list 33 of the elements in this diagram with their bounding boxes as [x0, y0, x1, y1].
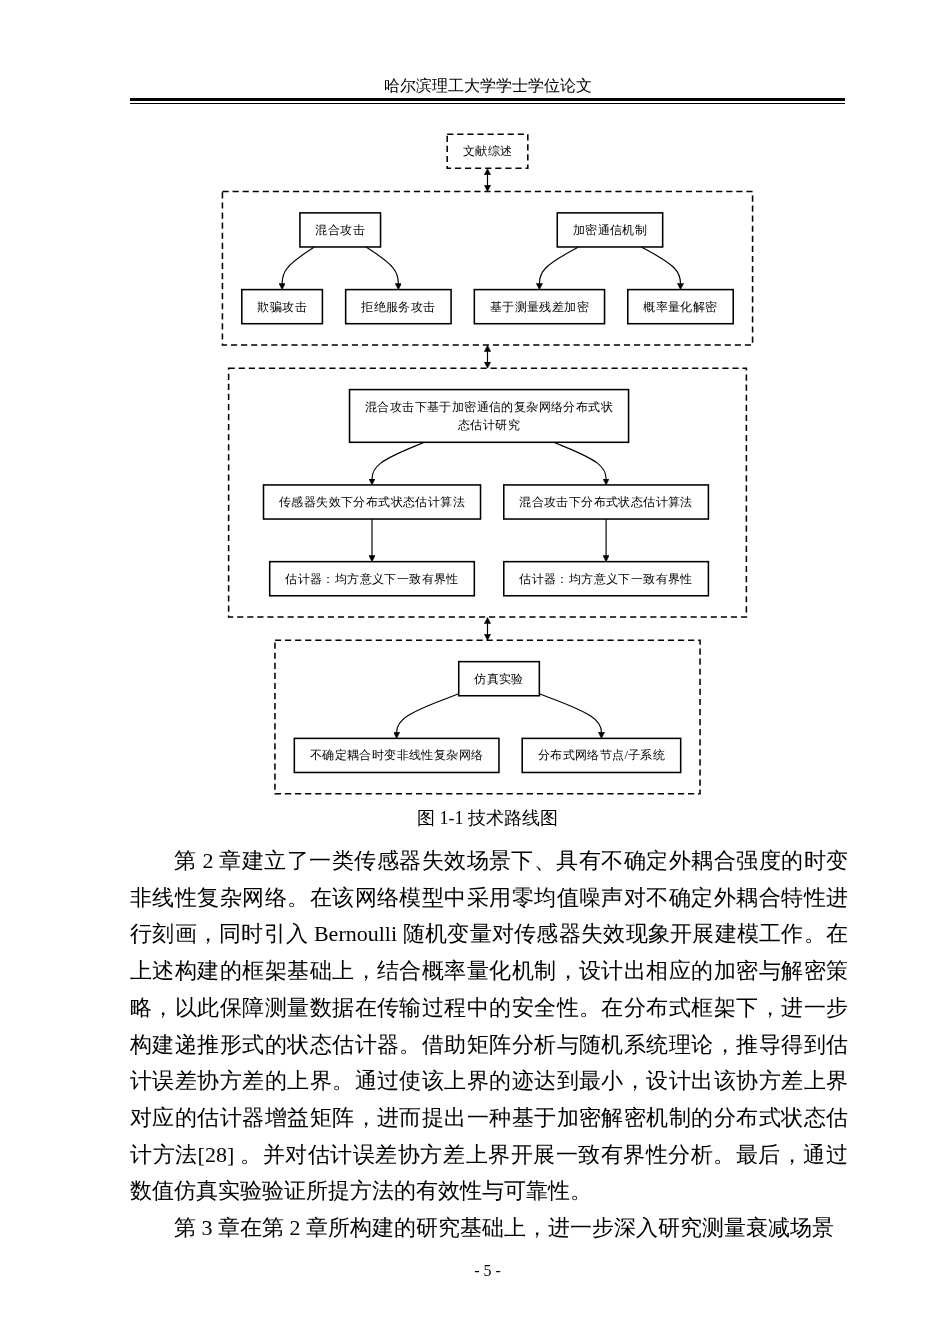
- arrow: [484, 345, 491, 369]
- arrow: [536, 246, 580, 290]
- page-header: 哈尔滨理工大学学士学位论文: [382, 76, 593, 96]
- arrow: [553, 441, 610, 486]
- process-box: 加密通信机制: [556, 212, 664, 248]
- arrow: [602, 518, 610, 562]
- process-box: 基于测量残差加密: [473, 288, 606, 325]
- process-box: 欺骗攻击: [241, 288, 324, 325]
- body-paragraph: 第 3 章在第 2 章所构建的研究基础上，进一步深入研究测量衰减场景: [173, 1214, 835, 1243]
- process-box: 拒绝服务攻击: [344, 288, 452, 325]
- arrow: [538, 693, 605, 739]
- process-box: 混合攻击下基于加密通信的复杂网络分布式状态估计研究: [348, 388, 630, 444]
- arrow: [368, 518, 376, 562]
- process-box: 概率量化解密: [627, 288, 734, 325]
- arrow: [393, 693, 460, 739]
- process-box: 混合攻击下分布式状态估计算法: [503, 484, 710, 520]
- process-box: 估计器：均方意义下一致有界性: [503, 560, 710, 597]
- arrow: [640, 246, 684, 290]
- double-arrow: [484, 168, 491, 192]
- figure-caption: 图 1-1 技术路线图: [416, 807, 559, 830]
- process-box: 不确定耦合时变非线性复杂网络: [293, 737, 500, 774]
- process-box: 估计器：均方意义下一致有界性: [268, 560, 476, 597]
- double-arrow: [365, 246, 402, 290]
- arrow: [278, 246, 315, 290]
- process-box: 混合攻击: [299, 212, 382, 248]
- double-arrow: [368, 441, 425, 486]
- page-number: - 5 -: [473, 1262, 502, 1280]
- dashed-box: 文献综述: [446, 133, 529, 170]
- process-box: 传感器失效下分布式状态估计算法: [262, 484, 482, 520]
- body-paragraph: 第 2 章建立了一类传感器失效场景下、具有不确定外耦合强度的时变非线性复杂网络。在该网络模型中采用零均值噪声对不确定外耦合特性进行刻画，同时引入 Bernoulli 随机变量对传感器失效现象开展建模工作。在上述构建的框架基础上，结合概率量化机制，设计出相应的加密与解密策略，以此保障测量数据在传输过程中的安全性。在分布式框架下，进一步构建递推形式的状态估计器。借助矩阵分析与随机系统理论，推导得到估计误差协方差的上界。通过使该上界的迹达到最小，设计出该协方差上界对应的估计器增益矩阵，进而提出一种基于加密解密机制的分布式状态估计方法[28] 。并对估计误差协方差上界开展一致有界性分析。最后，通过数值仿真实验验证所提方法的有效性与可靠性。: [130, 847, 848, 1206]
- arrow: [484, 617, 491, 641]
- process-box: 仿真实验: [457, 660, 541, 697]
- process-box: 分布式网络节点/子系统: [521, 737, 682, 774]
